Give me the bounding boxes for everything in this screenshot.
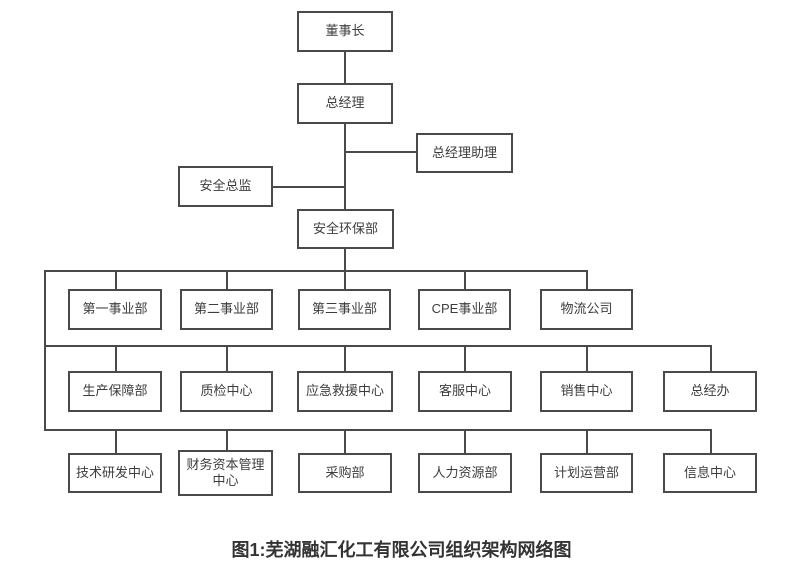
node-production-support-dept: 生产保障部	[68, 371, 162, 412]
connector-safety-director-branch	[272, 186, 345, 188]
node-cpe-division: CPE事业部	[418, 289, 511, 330]
connector-row3-drop-4	[464, 431, 466, 453]
connector-row2-drop-5	[586, 347, 588, 371]
node-finance-capital-center: 财务资本管理中心	[178, 450, 273, 496]
node-gm-office: 总经办	[663, 371, 757, 412]
connector-gm-assistant-branch	[345, 151, 416, 153]
node-sales-center: 销售中心	[540, 371, 633, 412]
node-gm-assistant: 总经理助理	[416, 133, 513, 173]
connector-row2-drop-3	[344, 347, 346, 371]
connector-row2-drop-4	[464, 347, 466, 371]
node-quality-inspection-center: 质检中心	[180, 371, 273, 412]
node-safety-env-dept: 安全环保部	[297, 209, 394, 249]
connector-row1-drop-4	[464, 272, 466, 289]
connector-row3-bus	[44, 429, 712, 431]
connector-row1-drop-2	[226, 272, 228, 289]
connector-row1-drop-1	[115, 272, 117, 289]
connector-row1-drop-5	[586, 272, 588, 289]
connector-main-vertical	[344, 124, 346, 209]
connector-row2-drop-2	[226, 347, 228, 371]
connector-row3-drop-6	[710, 431, 712, 453]
connector-row2-drop-6	[710, 347, 712, 371]
node-logistics-company: 物流公司	[540, 289, 633, 330]
node-division-2: 第二事业部	[180, 289, 273, 330]
node-safety-director: 安全总监	[178, 166, 273, 207]
node-emergency-rescue-center: 应急救援中心	[297, 371, 393, 412]
connector-left-spine	[44, 270, 46, 431]
connector-chairman-gm	[344, 52, 346, 83]
connector-row3-drop-2	[226, 431, 228, 450]
node-customer-service-center: 客服中心	[418, 371, 512, 412]
connector-row3-drop-3	[344, 431, 346, 453]
connector-row2-bus	[44, 345, 712, 347]
connector-row1-drop-3	[344, 272, 346, 289]
node-planning-operations-dept: 计划运营部	[540, 453, 633, 493]
node-division-3: 第三事业部	[298, 289, 391, 330]
connector-row1-bus	[44, 270, 588, 272]
connector-row3-drop-1	[115, 431, 117, 453]
node-tech-rd-center: 技术研发中心	[68, 453, 162, 493]
node-hr-dept: 人力资源部	[418, 453, 512, 493]
connector-env-to-row1-bus	[344, 249, 346, 270]
node-information-center: 信息中心	[663, 453, 757, 493]
node-procurement-dept: 采购部	[298, 453, 392, 493]
node-general-manager: 总经理	[297, 83, 393, 124]
connector-row2-drop-1	[115, 347, 117, 371]
node-chairman: 董事长	[297, 11, 393, 52]
figure-caption: 图1:芜湖融汇化工有限公司组织架构网络图	[231, 540, 572, 560]
node-division-1: 第一事业部	[68, 289, 162, 330]
connector-row3-drop-5	[586, 431, 588, 453]
